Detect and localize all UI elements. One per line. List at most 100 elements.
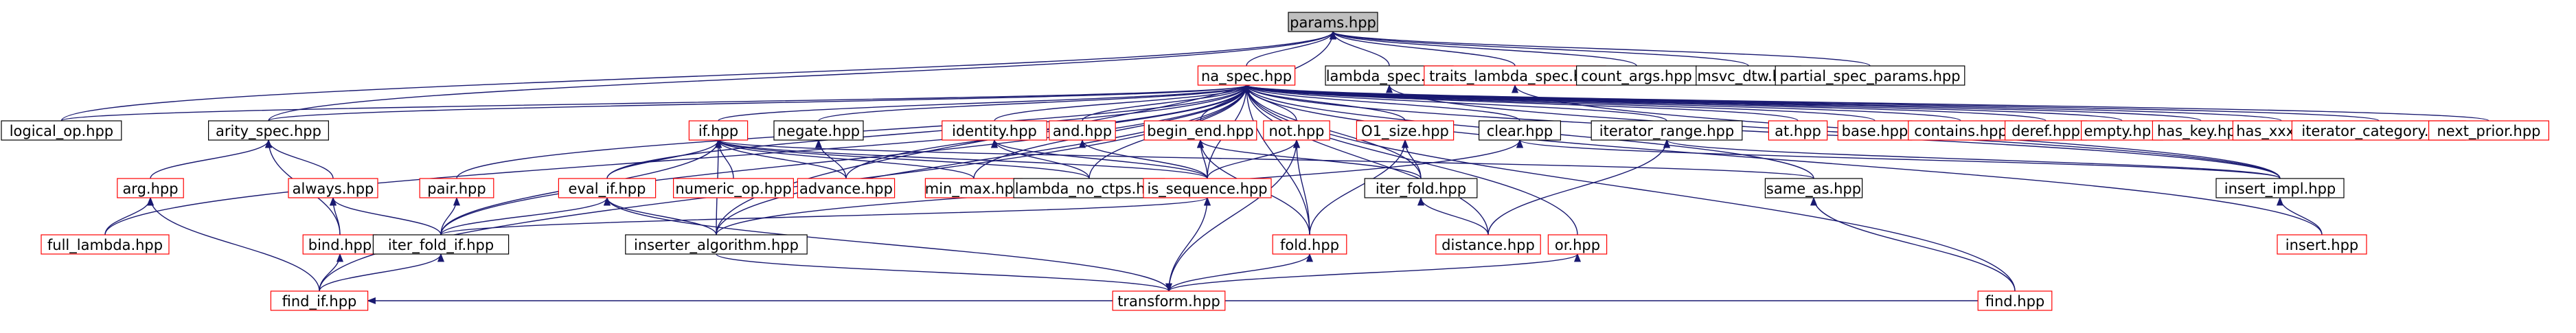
- node-label: params.hpp: [1290, 14, 1376, 31]
- node-box: [1049, 120, 1116, 141]
- edge-path: [604, 196, 1170, 292]
- edge-always-to-arity-spec: [265, 139, 334, 179]
- edge-eval-if-to-na-spec: [606, 84, 1250, 179]
- edge-partial-spec-params-to-params: [1330, 30, 1871, 67]
- node-lambda-no-ctps[interactable]: lambda_no_ctps.hpp: [1013, 178, 1165, 198]
- edge-logical-op-to-params: [60, 30, 1336, 122]
- node-box: [270, 290, 369, 311]
- node-next-prior[interactable]: next_prior.hpp: [2428, 120, 2550, 141]
- edge-path: [718, 84, 1250, 122]
- node-label: count_args.hpp: [1581, 68, 1692, 85]
- edge-full-lambda-to-na-spec: [104, 84, 1250, 236]
- node-is-sequence[interactable]: is_sequence.hpp: [1143, 178, 1272, 198]
- edge-clear-to-na-spec: [1243, 84, 1520, 122]
- node-label: negate.hpp: [777, 123, 860, 139]
- node-not[interactable]: not.hpp: [1263, 120, 1330, 141]
- edge-path: [814, 139, 847, 179]
- edge-insert-impl-to-na-spec: [1243, 84, 2281, 179]
- node-deref[interactable]: deref.hpp: [2005, 120, 2088, 141]
- edge-iter-fold-to-na-spec: [1243, 84, 1422, 179]
- edge-insert-impl-to-iterator-range: [1663, 139, 2281, 179]
- node-label: iter_fold.hpp: [1376, 181, 1466, 198]
- node-label: is_sequence.hpp: [1147, 181, 1267, 198]
- edge-path: [994, 84, 1250, 122]
- node-pair[interactable]: pair.hpp: [419, 178, 494, 198]
- node-arity-spec[interactable]: arity_spec.hpp: [208, 120, 330, 141]
- node-logical-op[interactable]: logical_op.hpp: [1, 120, 122, 141]
- node-label: iterator_range.hpp: [1599, 123, 1734, 140]
- node-label: traits_lambda_spec.hpp: [1429, 68, 1601, 85]
- node-fold[interactable]: fold.hpp: [1272, 234, 1347, 255]
- node-insert[interactable]: insert.hpp: [2277, 234, 2367, 255]
- node-arg[interactable]: arg.hpp: [117, 178, 184, 198]
- node-clear[interactable]: clear.hpp: [1479, 120, 1562, 141]
- node-box: [1272, 234, 1347, 255]
- node-advance[interactable]: advance.hpp: [797, 178, 896, 198]
- node-label: lambda_no_ctps.hpp: [1015, 181, 1164, 198]
- node-min-max[interactable]: min_max.hpp: [925, 178, 1023, 198]
- node-always[interactable]: always.hpp: [288, 178, 378, 198]
- node-label: min_max.hpp: [925, 181, 1023, 198]
- node-inserter-algorithm[interactable]: inserter_algorithm.hpp: [625, 234, 808, 255]
- node-box: [558, 178, 657, 198]
- node-bind[interactable]: bind.hpp: [302, 234, 378, 255]
- node-and[interactable]: and.hpp: [1049, 120, 1116, 141]
- node-traits-lambda-spec[interactable]: traits_lambda_spec.hpp: [1424, 65, 1606, 86]
- node-transform[interactable]: transform.hpp: [1112, 290, 1226, 311]
- node-negate[interactable]: negate.hpp: [773, 120, 864, 141]
- edge-distance-to-iterator-range: [1488, 139, 1670, 236]
- node-label: transform.hpp: [1117, 293, 1220, 310]
- node-label: arity_spec.hpp: [216, 123, 321, 140]
- node-same-as[interactable]: same_as.hpp: [1764, 178, 1863, 198]
- node-o1-size[interactable]: O1_size.hpp: [1356, 120, 1455, 141]
- node-iter-fold[interactable]: iter_fold.hpp: [1364, 178, 1478, 198]
- node-box: [1768, 120, 1828, 141]
- node-partial-spec-params[interactable]: partial_spec_params.hpp: [1775, 65, 1965, 86]
- edge-path: [715, 139, 974, 179]
- node-box: [1576, 65, 1698, 86]
- node-find[interactable]: find.hpp: [1977, 290, 2053, 311]
- edge-path: [1330, 30, 1749, 67]
- edge-path: [1330, 30, 1516, 67]
- node-empty[interactable]: empty.hpp: [2081, 120, 2164, 141]
- node-label: insert_impl.hpp: [2224, 181, 2336, 198]
- node-params[interactable]: params.hpp: [1288, 12, 1378, 32]
- node-eval-if[interactable]: eval_if.hpp: [558, 178, 657, 198]
- edge-path: [150, 139, 272, 179]
- node-if[interactable]: if.hpp: [688, 120, 749, 141]
- node-full-lambda[interactable]: full_lambda.hpp: [41, 234, 170, 255]
- node-count-args[interactable]: count_args.hpp: [1576, 65, 1698, 86]
- edge-path: [268, 84, 1250, 122]
- node-begin-end[interactable]: begin_end.hpp: [1143, 120, 1257, 141]
- node-at[interactable]: at.hpp: [1768, 120, 1828, 141]
- node-iter-fold-if[interactable]: iter_fold_if.hpp: [372, 234, 510, 255]
- node-identity[interactable]: identity.hpp: [942, 120, 1047, 141]
- edge-path: [1243, 84, 2489, 122]
- node-find-if[interactable]: find_if.hpp: [270, 290, 369, 311]
- node-label: next_prior.hpp: [2437, 123, 2540, 140]
- node-iterator-range[interactable]: iterator_range.hpp: [1591, 120, 1743, 141]
- edge-insert-to-insert-impl: [2276, 196, 2323, 236]
- node-contains[interactable]: contains.hpp: [1908, 120, 2014, 141]
- node-label: bind.hpp: [308, 237, 372, 253]
- edge-find-if-to-bind: [319, 253, 344, 292]
- node-label: or.hpp: [1555, 237, 1600, 253]
- edge-insert-impl-to-lambda-spec: [1386, 84, 2281, 179]
- node-numeric-op[interactable]: numeric_op.hpp: [672, 178, 794, 198]
- node-or[interactable]: or.hpp: [1547, 234, 1608, 255]
- edge-path: [715, 139, 1090, 179]
- node-na-spec[interactable]: na_spec.hpp: [1197, 65, 1296, 86]
- node-box: [1547, 234, 1608, 255]
- edge-insert-impl-to-clear: [1516, 139, 2281, 179]
- edge-iterator-range-to-na-spec: [1243, 84, 1667, 122]
- edge-find-to-same-as: [1810, 196, 2016, 292]
- node-insert-impl[interactable]: insert_impl.hpp: [2215, 178, 2345, 198]
- edge-path: [1516, 139, 2281, 179]
- edge-find-to-na-spec: [1243, 84, 2016, 292]
- edge-has-xxx-to-na-spec: [1243, 84, 2282, 122]
- node-label: clear.hpp: [1487, 123, 1553, 139]
- node-distance[interactable]: distance.hpp: [1435, 234, 1541, 255]
- node-base[interactable]: base.hpp: [1837, 120, 1913, 141]
- node-box: [797, 178, 896, 198]
- node-label: contains.hpp: [1914, 123, 2007, 139]
